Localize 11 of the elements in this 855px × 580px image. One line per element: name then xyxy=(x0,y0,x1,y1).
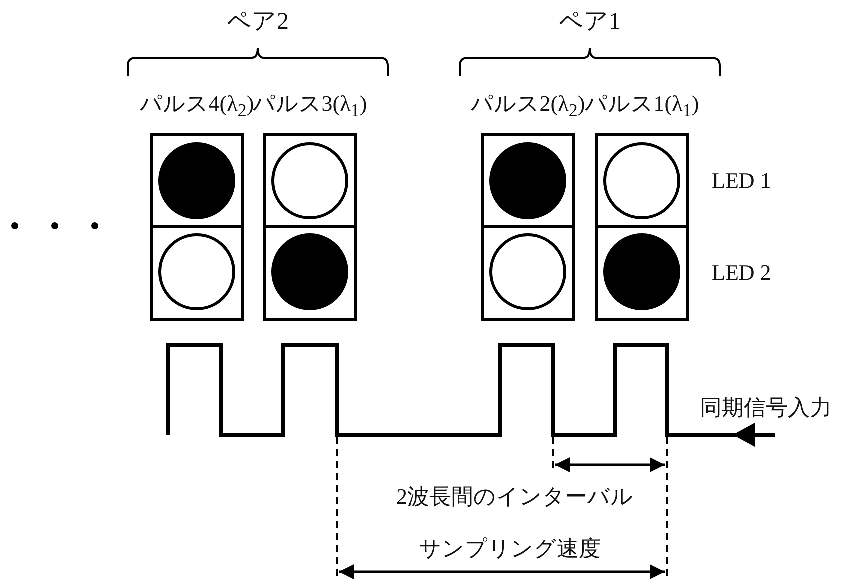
pulse-label: パルス2(λ$_{2}$) xyxy=(470,93,586,120)
pulse-label: パルス1(λ$_{1}$) xyxy=(584,93,700,120)
label-text: LED 2 xyxy=(712,262,772,284)
label-text: 2波長間のインターバル xyxy=(396,486,634,508)
label-text: LED 1 xyxy=(712,170,772,192)
label-text: 同期信号入力 xyxy=(700,397,832,419)
label-text: ペア1 xyxy=(559,10,621,34)
pulse-label: パルス4(λ$_{2}$) xyxy=(140,93,254,120)
label-text: ペア2 xyxy=(227,10,289,34)
pulse-label: パルス3(λ$_{1}$) xyxy=(252,93,368,120)
label-text: サンプリング速度 xyxy=(419,538,601,560)
